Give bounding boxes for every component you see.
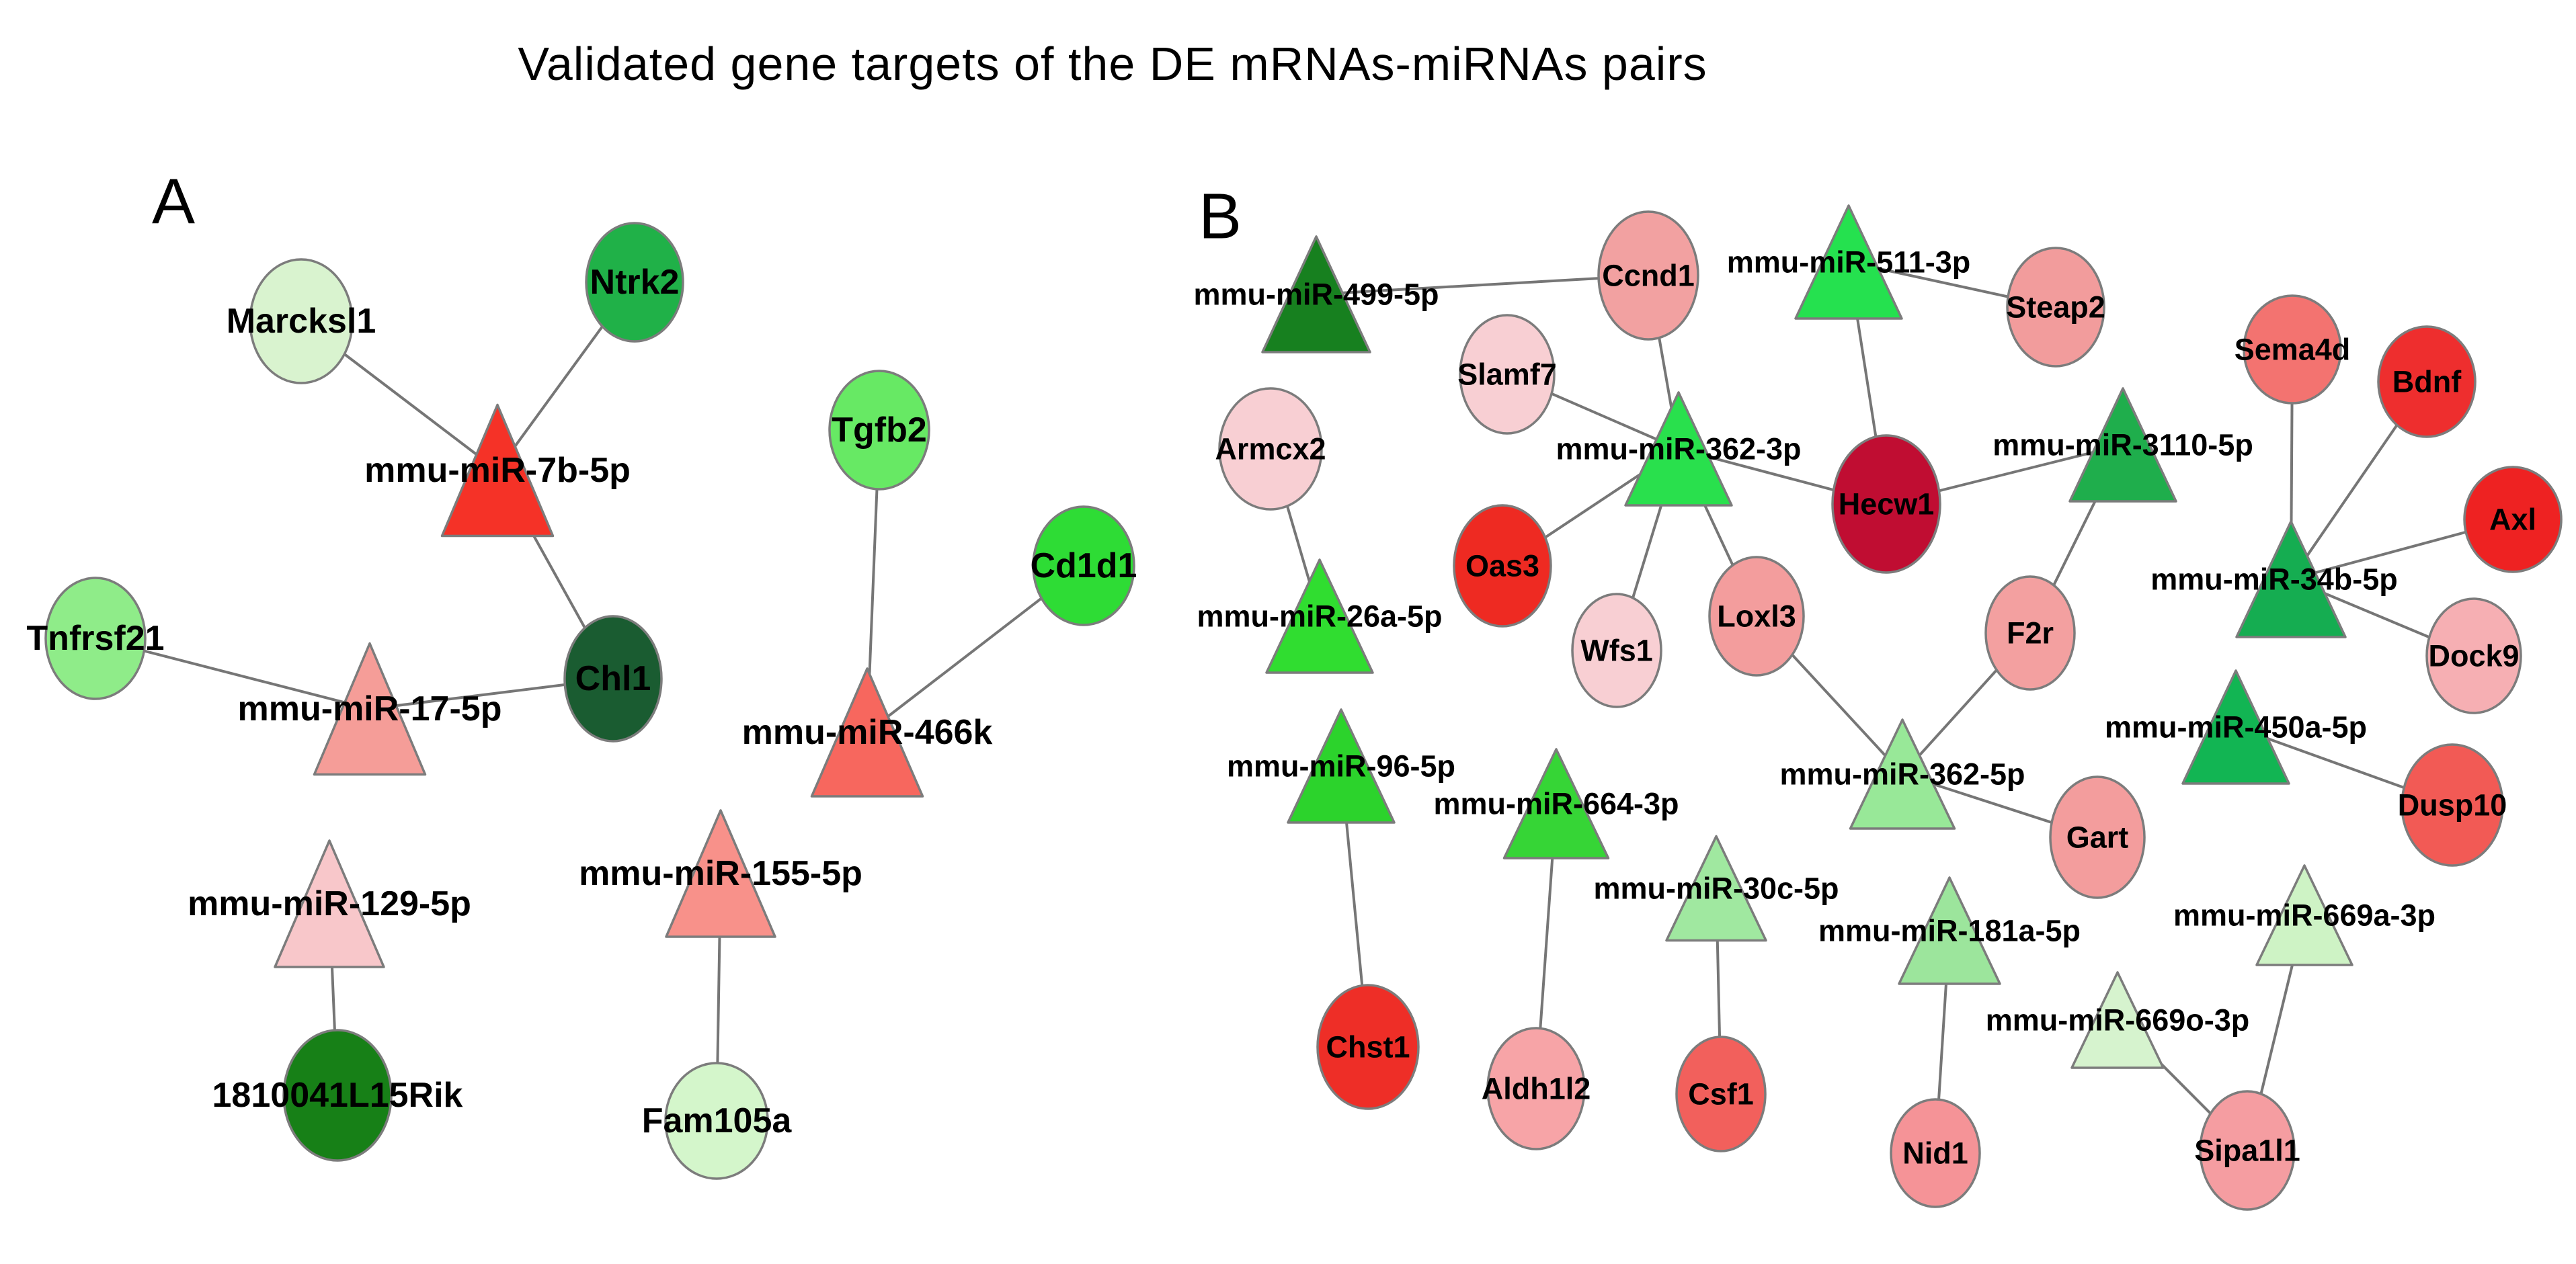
- node-mmu-miR-96-5p: [1287, 708, 1396, 824]
- node-Oas3: [1453, 504, 1552, 628]
- node-mmu-miR-664-3p: [1502, 748, 1610, 859]
- node-Dusp10: [2401, 743, 2504, 867]
- edge-mmu-miR-499-5p--Ccnd1: [1316, 274, 1649, 296]
- node-mmu-miR-499-5p: [1261, 235, 1371, 353]
- node-Wfs1: [1571, 593, 1662, 708]
- node-Marcksl1: [249, 258, 354, 384]
- node-Tnfrsf21: [44, 577, 147, 700]
- node-Armcx2: [1218, 387, 1323, 511]
- node-mmu-miR-511-3p: [1794, 204, 1903, 320]
- node-Chst1: [1316, 984, 1420, 1110]
- labels-layer: Marcksl1Ntrk2mmu-miR-7b-5pTnfrsf21mmu-mi…: [26, 245, 2536, 1171]
- node-Bdnf: [2377, 325, 2477, 438]
- node-Csf1: [1675, 1036, 1767, 1152]
- node-mmu-miR-466k: [810, 667, 924, 798]
- node-Axl: [2463, 466, 2563, 573]
- node-mmu-miR-129-5p: [274, 839, 385, 968]
- node-Tgfb2: [828, 370, 930, 491]
- node-mmu-miR-181a-5p: [1898, 876, 2001, 985]
- node-Chl1: [563, 615, 663, 743]
- node-Gart: [2049, 775, 2146, 899]
- node-F2r: [1984, 575, 2076, 691]
- node-mmu-miR-669o-3p: [2070, 971, 2165, 1069]
- node-Cd1d1: [1032, 505, 1135, 626]
- figure-title: Validated gene targets of the DE mRNAs-m…: [518, 38, 1707, 90]
- node-mmu-miR-30c-5p: [1665, 835, 1767, 942]
- node-mmu-miR-17-5p: [313, 642, 427, 776]
- node-mmu-miR-7b-5p: [440, 403, 555, 538]
- node-mmu-miR-669a-3p: [2255, 864, 2353, 966]
- node-Ccnd1: [1597, 210, 1699, 341]
- node-mmu-miR-34b-5p: [2235, 520, 2347, 638]
- node-Sema4d: [2243, 294, 2342, 405]
- node-Fam105a: [664, 1062, 769, 1180]
- node-Sipa1l1: [2199, 1090, 2296, 1211]
- node-Slamf7: [1459, 314, 1556, 435]
- node-mmu-miR-362-3p: [1624, 391, 1733, 507]
- node-Ntrk2: [585, 222, 684, 343]
- node-mmu-miR-362-5p: [1849, 718, 1956, 830]
- nodes-layer: [44, 204, 2563, 1211]
- node-mmu-miR-450a-5p: [2181, 669, 2290, 785]
- node-mmu-miR-26a-5p: [1265, 558, 1374, 674]
- panel-letter-A: A: [152, 166, 195, 238]
- node-Steap2: [2006, 247, 2105, 368]
- node-mmu-miR-3110-5p: [2068, 387, 2177, 503]
- node-1810041L15Rik: [282, 1029, 393, 1162]
- node-Nid1: [1890, 1098, 1981, 1208]
- node-Dock9: [2425, 597, 2522, 714]
- panel-letter-B: B: [1199, 181, 1242, 253]
- node-Hecw1: [1831, 434, 1941, 574]
- node-Loxl3: [1708, 556, 1805, 677]
- edges-layer: [95, 261, 2513, 1154]
- node-mmu-miR-155-5p: [665, 809, 776, 938]
- node-Aldh1l2: [1486, 1027, 1586, 1150]
